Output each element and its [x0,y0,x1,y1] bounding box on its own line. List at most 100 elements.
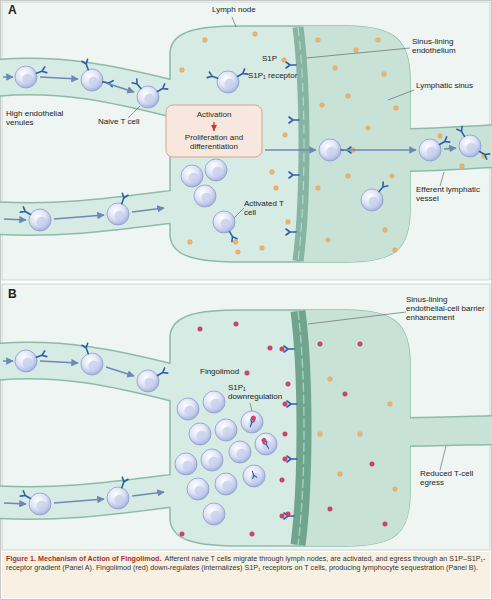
vessel-wall [0,206,178,219]
sequestered-t-cell [189,423,211,445]
flow-arrow [4,503,26,504]
s1p-dot [346,174,351,179]
s1p1-receptor [119,193,128,204]
s1p-dot [438,134,443,139]
leader-line [388,90,414,100]
s1p1-receptor [132,79,143,91]
vessel-lumen [0,206,178,219]
fingolimod-dot [180,532,185,537]
flow-arrow [40,77,78,79]
naive-t-cell [15,66,37,88]
bound-fingolimod [283,402,288,407]
s1p1-receptor [20,207,32,217]
s1p-dot [320,103,325,108]
s1p-dot [286,220,291,225]
s1p-dot [274,186,279,191]
s1p1-receptor [284,346,294,352]
fingolimod-dot [343,392,348,397]
naive-t-cell [29,493,51,515]
s1p1-receptor [119,477,128,488]
s1p-dot [253,32,258,37]
s1p-dot [388,402,393,407]
s1p1-receptor [289,172,299,178]
bound-fingolimod [283,457,288,462]
s1p-dot [203,38,208,43]
sequestered-t-cell [243,465,265,487]
leader-line [234,208,244,218]
s1p-dot [333,66,338,71]
leader-line [250,403,252,411]
structure-label: Lymphatic sinus [416,82,486,91]
s1p1-receptor [438,137,450,147]
s1p-dot [346,94,351,99]
naive-t-cell [15,350,37,372]
naive-t-cell [107,487,129,509]
flow-arrow [4,219,26,220]
s1p1-receptor [289,117,299,123]
s1p-dot [282,58,287,63]
s1p-dot [338,472,343,477]
s1p-dot [316,186,321,191]
fingolimod-dot [318,342,323,347]
structure-label: Sinus-lining endothelium [412,38,488,56]
s1p-dot [383,228,388,233]
bound-s1p [232,239,238,245]
endothelial-cells [298,27,304,261]
lymphatic-sinus [300,310,410,546]
flow-arrow [265,149,316,151]
s1p-dot [318,432,323,437]
t-cell [217,71,239,93]
s1p1-receptor [377,182,388,194]
vessel-lumen [0,490,178,503]
s1p-dot [460,164,465,169]
leader-line [440,446,446,470]
fingolimod-dot [245,371,250,376]
leader-line [306,48,410,58]
sinus-endothelium [298,311,304,545]
cell-label: Naive T cell [98,118,140,127]
s1p1-receptor [478,149,490,159]
endothelial-cells [298,311,304,545]
naive-t-cell [137,86,159,108]
s1p1-receptor [287,456,297,462]
molecule-label: S1P [262,55,277,64]
s1p1-receptor [457,126,467,138]
activated-t-cell [181,165,203,187]
s1p1-receptor [82,59,91,70]
structure-label: Efferent lymphatic vessel [416,186,488,204]
flow-step: Activation [176,108,252,122]
s1p-dot [283,133,288,138]
s1p-dot [316,38,321,43]
naive-t-cell [29,209,51,231]
s1p1-receptor [35,351,46,360]
flow-arrows [3,77,456,220]
flow-arrow [106,83,134,92]
step-text: Proliferation and differentiation [170,134,258,152]
fingolimod-dot [268,346,273,351]
sequestered-t-cell [241,411,263,433]
sequestered-t-cell [255,433,277,455]
s1p1-receptor [207,72,218,81]
bound-fingolimod [261,437,267,443]
bound-fingolimod [250,415,256,421]
drug-label: Fingolimod [200,368,239,377]
sequestered-t-cell [203,503,225,525]
leader-line [440,172,444,186]
sequestered-t-cell [187,478,209,500]
cell-label: Activated T cell [244,200,284,218]
s1p-dot [328,377,333,382]
activated-t-cell [205,159,227,181]
flow-arrow [3,76,13,78]
figure-title: Figure 1. Mechanism of Action of Fingoli… [6,554,161,563]
fingolimod-dot [234,322,239,327]
panel-a [0,26,492,262]
s1p-dot [394,106,399,111]
flow-arrows [3,361,164,504]
naive-t-cell [81,353,103,375]
bound-fingolimod [280,347,285,352]
flow-arrow [40,361,78,363]
fingolimod-dot [383,522,388,527]
s1p1-receptor [286,62,296,68]
sequestered-t-cell [215,473,237,495]
